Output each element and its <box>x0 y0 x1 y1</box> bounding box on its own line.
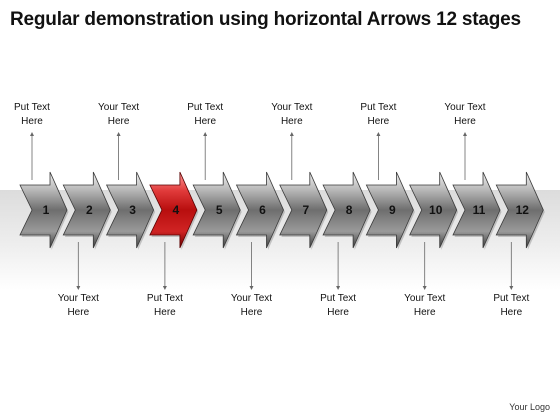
stage-number: 8 <box>346 203 353 217</box>
callout-line-1: Your Text <box>271 102 313 113</box>
arrow-shape <box>19 171 68 249</box>
stage-number: 7 <box>302 203 309 217</box>
callout-line-1: Put Text <box>187 102 224 113</box>
arrow-shape <box>452 171 501 249</box>
arrow-shape <box>322 171 371 249</box>
stage-arrow-12: 12 <box>495 171 545 250</box>
stage-arrow-5: 5 <box>192 171 242 250</box>
stage-arrow-7: 7 <box>279 171 329 250</box>
stage-arrow-8: 8 <box>322 171 372 250</box>
callout-line-2: Here <box>21 116 43 127</box>
callout-line-2: Here <box>240 307 263 318</box>
stage-number: 1 <box>43 203 50 217</box>
stage-arrow-10: 10 <box>409 171 459 250</box>
stage-arrow-2: 2 <box>62 171 112 250</box>
stage-number: 9 <box>389 203 396 217</box>
callout-line-2: Here <box>280 116 303 127</box>
callout-line-1: Put Text <box>360 102 397 113</box>
callout-line-2: Here <box>154 307 176 318</box>
callout-line-1: Your Text <box>98 102 140 113</box>
stage-arrow-4: 4 <box>149 171 199 250</box>
callout-line-2: Here <box>413 307 436 318</box>
callout-line-1: Your Text <box>230 293 273 304</box>
stage-number: 10 <box>429 203 443 217</box>
callout-line-2: Here <box>107 116 130 127</box>
stage-number: 5 <box>216 203 223 217</box>
stage-number: 4 <box>173 203 180 217</box>
callout-line-1: Put Text <box>14 102 50 113</box>
arrow-shape <box>192 171 241 249</box>
callout-line-1: Put Text <box>493 293 530 304</box>
stage-number: 11 <box>473 203 486 217</box>
arrow-shape <box>409 171 458 249</box>
stage-arrow-3: 3 <box>105 171 156 250</box>
arrow-shape <box>105 171 155 249</box>
callout-line-2: Here <box>194 116 217 127</box>
arrow-shape <box>149 171 198 249</box>
stage-number: 2 <box>86 203 93 217</box>
callout-line-1: Your Text <box>444 102 486 113</box>
callout-line-1: Your Text <box>404 293 446 304</box>
callout-line-2: Here <box>500 307 523 318</box>
arrow-shape <box>365 171 414 249</box>
stage-arrow-1: 1 <box>19 171 69 250</box>
logo-text: Your Logo <box>509 402 550 412</box>
stage-number: 3 <box>129 203 136 217</box>
stage-number: 12 <box>516 203 530 217</box>
callout-line-1: Your Text <box>57 293 99 304</box>
callout-line-2: Here <box>367 116 390 127</box>
arrow-shape <box>279 171 328 249</box>
stage-arrow-11: 11 <box>452 171 502 250</box>
stage-arrow-6: 6 <box>235 171 285 250</box>
callout-line-1: Put Text <box>320 293 357 304</box>
callout-line-1: Put Text <box>146 293 183 304</box>
callout-line-2: Here <box>454 116 476 127</box>
arrow-shape <box>62 171 111 249</box>
callout-line-2: Here <box>67 307 90 318</box>
page-title: Regular demonstration using horizontal A… <box>10 9 521 30</box>
stage-arrow-9: 9 <box>365 171 415 250</box>
arrow-shape <box>495 171 544 249</box>
stage-number: 6 <box>259 203 266 217</box>
arrow-shape <box>235 171 284 249</box>
callout-line-2: Here <box>327 307 349 318</box>
